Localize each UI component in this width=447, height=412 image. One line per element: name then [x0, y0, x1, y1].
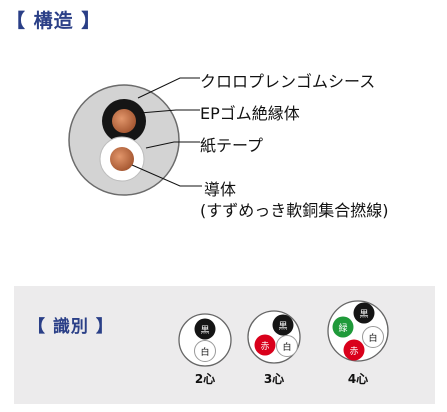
- structure-title-text: 構造: [33, 10, 74, 32]
- core-2-black: [194, 318, 216, 340]
- label-4core: 4心: [347, 372, 369, 386]
- core-4-white-text: 白: [368, 332, 377, 344]
- core-4-black-text: 黒: [359, 309, 368, 320]
- cable-4core: 黒 緑 赤 白: [327, 300, 389, 362]
- core-3-black-text: 黒: [278, 321, 287, 332]
- core-2-black-text: 黒: [200, 325, 209, 336]
- leader-chloroprene: [137, 77, 200, 99]
- core-4-black: [353, 302, 375, 324]
- core-2-white-text: 白: [200, 346, 209, 358]
- label-conductor-detail: (すずめっき軟銅集合撚線): [200, 201, 389, 220]
- core-3-black: [272, 314, 294, 336]
- label-chloroprene-sheath: クロロプレンゴムシース: [200, 72, 376, 91]
- core-3-white: [276, 335, 298, 357]
- core-3-red: [254, 334, 276, 356]
- bracket-close: 】: [88, 317, 114, 337]
- cable-cross-section: [68, 77, 202, 196]
- identification-title: 【 識別 】: [28, 312, 114, 337]
- leader-conductor: [131, 164, 202, 187]
- core-3-red-text: 赤: [260, 341, 269, 352]
- bracket-open: 【: [28, 317, 53, 337]
- core-3-white-text: 白: [282, 341, 291, 353]
- core-4-green-text: 緑: [338, 322, 347, 334]
- label-3core: 3心: [263, 372, 285, 386]
- core-4-red-text: 赤: [349, 346, 358, 357]
- core-2-white: [194, 340, 216, 362]
- identification-title-text: 識別: [52, 317, 89, 337]
- core-4-white: [362, 326, 384, 348]
- core-4-green: [332, 316, 354, 338]
- leader-ep: [139, 109, 200, 114]
- core-4-red: [343, 339, 365, 361]
- core-white-conductor: [110, 147, 134, 171]
- bracket-open: 【: [6, 10, 34, 32]
- structure-title: 【 構造 】: [6, 6, 101, 33]
- label-paper-tape: 紙テープ: [200, 136, 264, 155]
- bracket-close: 】: [73, 10, 102, 32]
- label-conductor: 導体: [204, 180, 237, 199]
- label-2core: 2心: [194, 372, 216, 386]
- cable-3core: 黒 赤 白: [247, 310, 301, 364]
- cable-2core: 黒 白: [178, 313, 232, 367]
- leader-paper: [145, 141, 200, 149]
- label-ep-insulation: EPゴム絶縁体: [200, 104, 300, 123]
- core-black-conductor: [112, 109, 136, 133]
